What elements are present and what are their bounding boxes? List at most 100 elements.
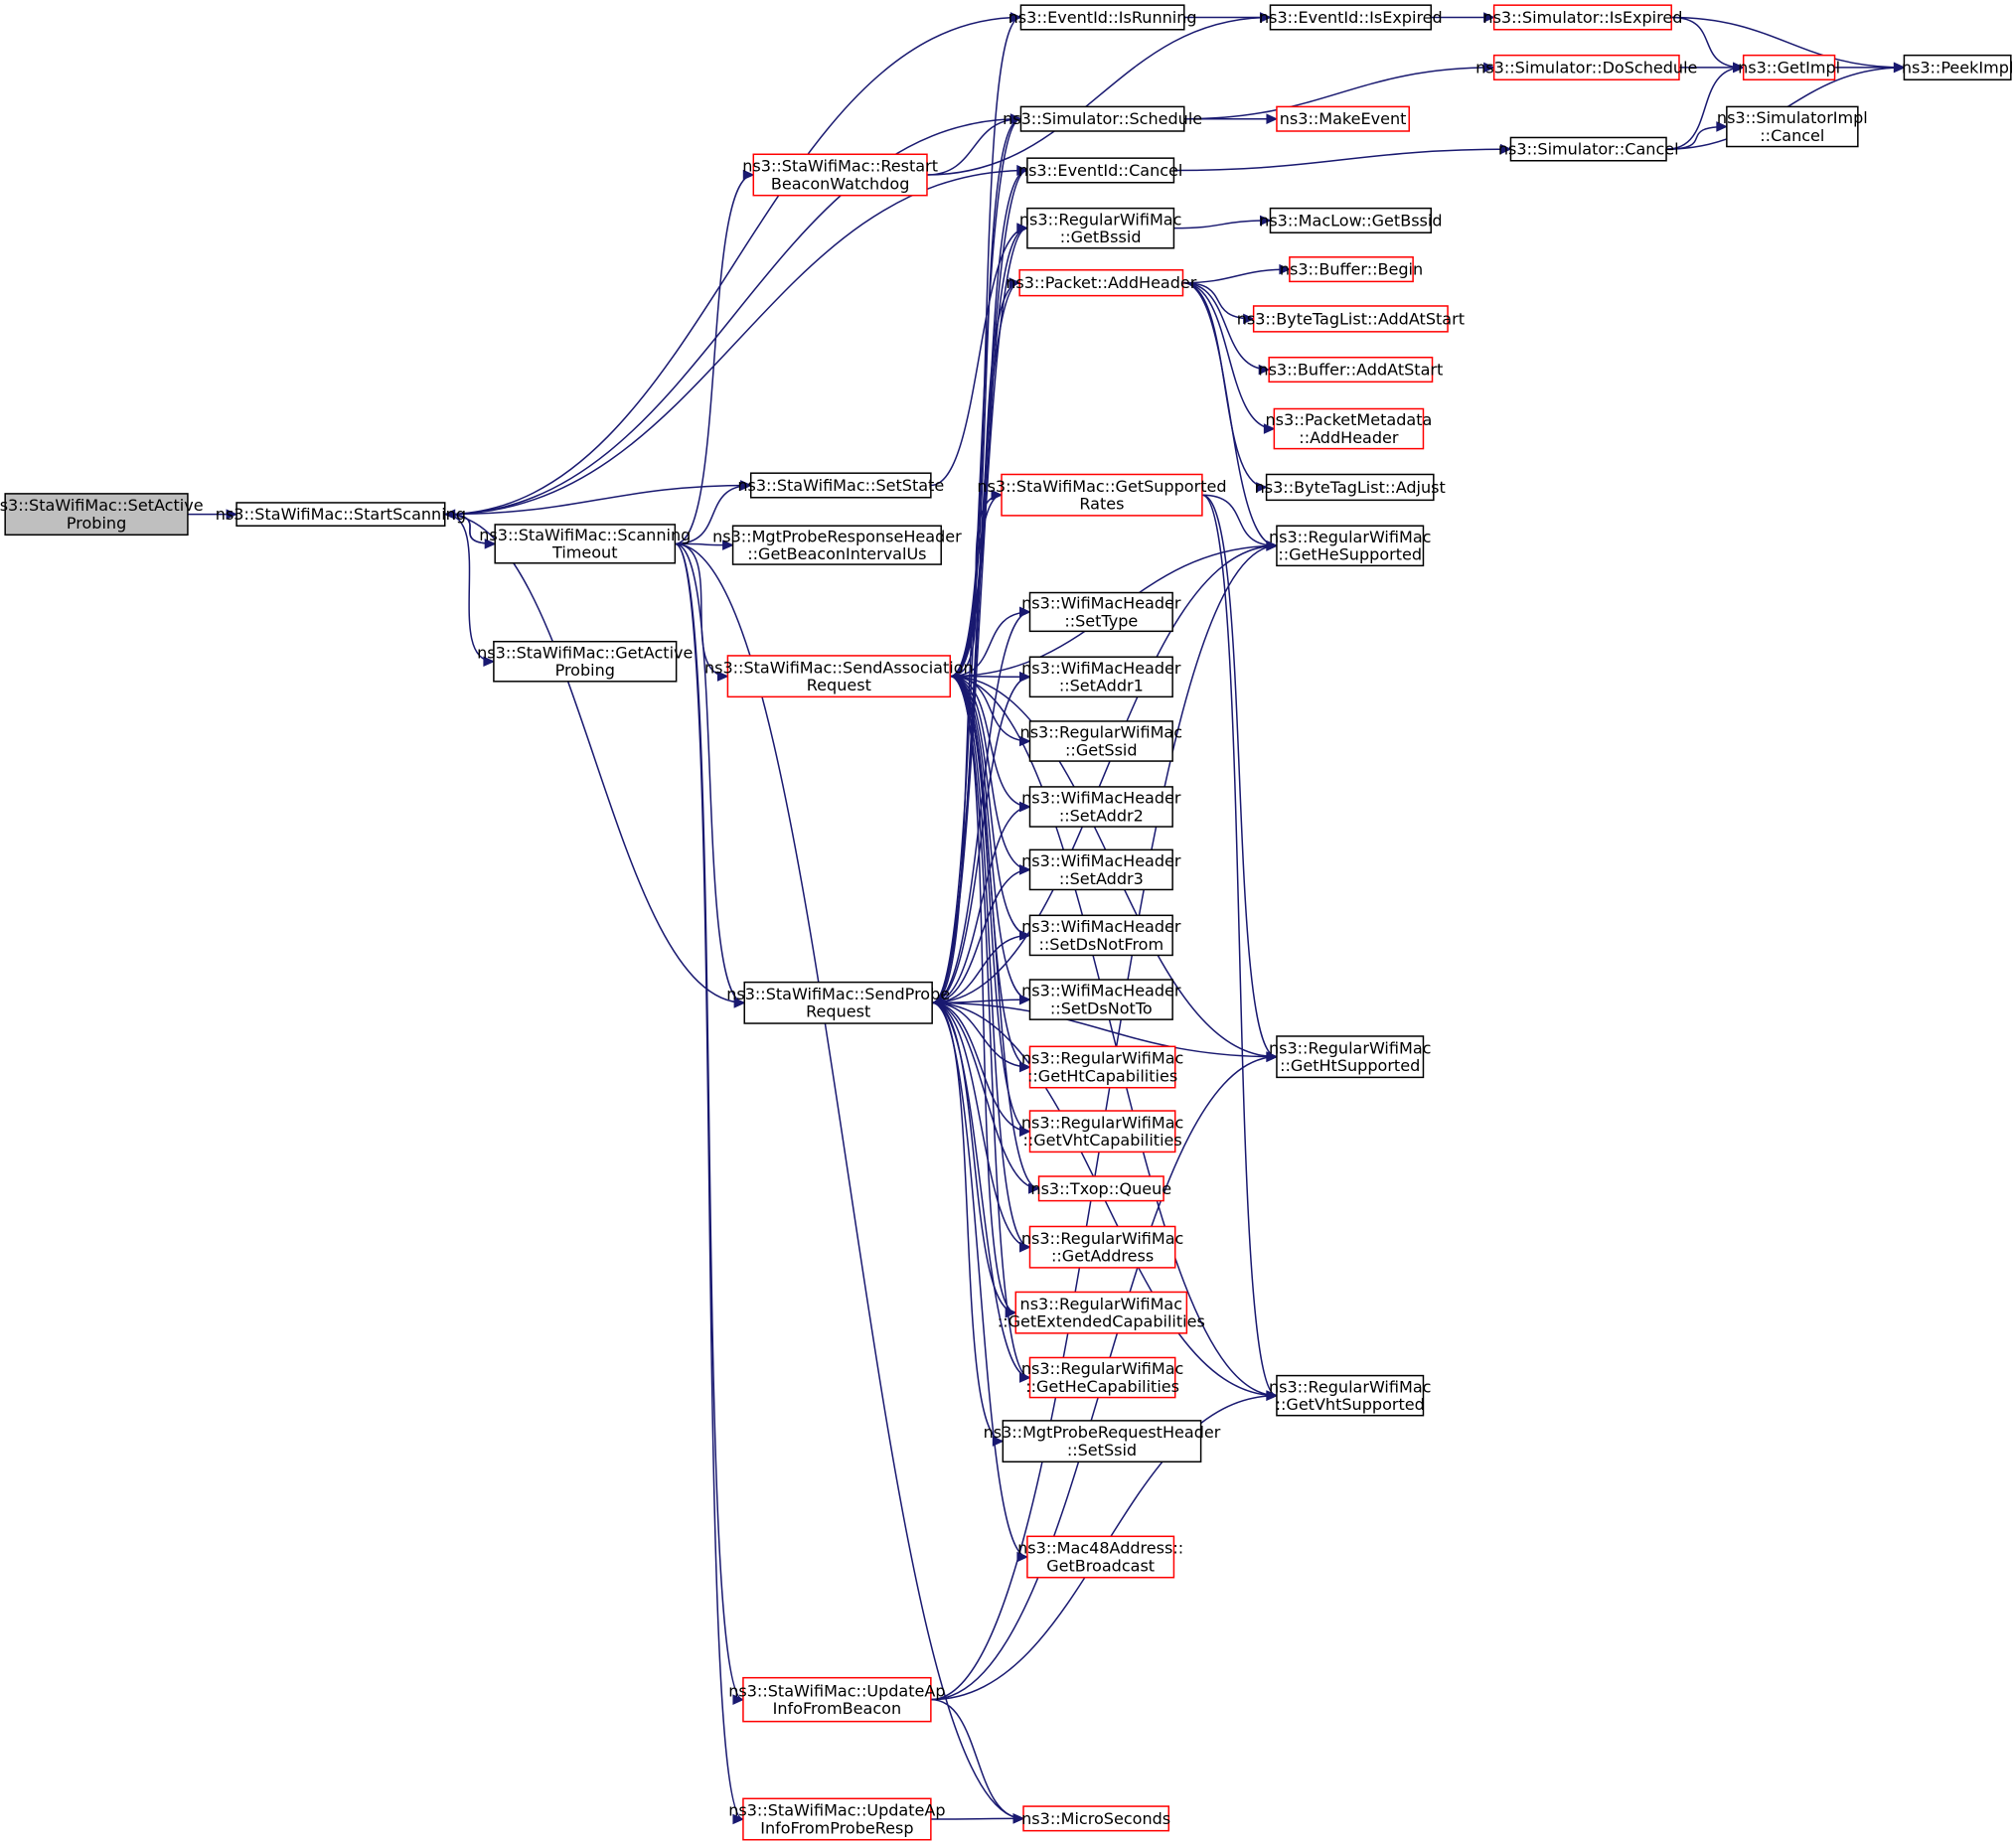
edge-line [950,227,1028,678]
node-setDsNotTo[interactable]: ns3::WifiMacHeader::SetDsNotTo [1021,979,1181,1020]
edge-line [1173,148,1511,172]
edge-line [1183,67,1494,120]
arrowhead [722,539,734,550]
node-label: ns3::RegularWifiMac [1021,1113,1184,1132]
edge-line [932,1001,1030,1248]
node-packetAddHeader[interactable]: ns3::Packet::AddHeader [1006,268,1197,297]
arrowhead [1716,121,1729,132]
node-eventIdCancel[interactable]: ns3::EventId::Cancel [1018,157,1182,184]
node-byteTagListAdjust[interactable]: ns3::ByteTagList::Adjust [1255,473,1446,502]
edge-sendProbeRequest-to-getVhtCapabilities [932,1001,1031,1137]
node-getAddress[interactable]: ns3::RegularWifiMac::GetAddress [1021,1225,1184,1269]
edge-line [950,675,1030,1000]
node-getHtSupported[interactable]: ns3::RegularWifiMac::GetHtSupported [1269,1035,1432,1079]
node-label: ns3::Simulator::Cancel [1498,140,1679,159]
node-bufferBegin[interactable]: ns3::Buffer::Begin [1280,256,1423,283]
node-getBeaconIntervalUs[interactable]: ns3::MgtProbeResponseHeader::GetBeaconIn… [712,525,962,565]
node-setAddr3[interactable]: ns3::WifiMacHeader::SetAddr3 [1021,848,1181,891]
node-byteTagListAddAtStart[interactable]: ns3::ByteTagList::AddAtStart [1237,305,1465,333]
node-setAddr1[interactable]: ns3::WifiMacHeader::SetAddr1 [1021,656,1181,698]
node-simulatorIsExpired[interactable]: ns3::Simulator::IsExpired [1482,4,1682,31]
edge-line [926,117,1021,176]
node-getImpl[interactable]: ns3::GetImpl [1738,54,1840,80]
node-packetMetadataAddHeader[interactable]: ns3::PacketMetadata::AddHeader [1265,407,1432,450]
edge-line [950,675,1030,679]
node-label: ns3::ByteTagList::Adjust [1255,478,1446,497]
edge-sendAssociationRequest-to-eventIdIsRunning [950,12,1022,678]
node-label: ns3::MakeEvent [1280,109,1407,128]
node-bufferAddAtStart[interactable]: ns3::Buffer::AddAtStart [1258,356,1443,384]
node-getVhtSupported[interactable]: ns3::RegularWifiMac::GetVhtSupported [1269,1374,1432,1417]
node-setType[interactable]: ns3::WifiMacHeader::SetType [1021,591,1181,633]
edge-line [932,544,1277,1004]
node-box [1019,4,1185,31]
arrowhead [1018,1372,1031,1383]
node-getVhtCapabilities[interactable]: ns3::RegularWifiMac::GetVhtCapabilities [1021,1110,1184,1153]
edge-line [932,1001,1028,1558]
node-label: GetBroadcast [1046,1556,1155,1575]
edge-setState-to-getBssid [930,223,1029,487]
edge-setActiveProbing-to-startScanning [187,509,238,520]
edge-line [1666,67,1744,150]
node-box [1028,848,1173,891]
node-setDsNotFrom[interactable]: ns3::WifiMacHeader::SetDsNotFrom [1021,914,1181,957]
node-txopQueue[interactable]: ns3::Txop::Queue [1030,1175,1171,1202]
arrowhead [1018,864,1031,875]
node-eventIdIsRunning[interactable]: ns3::EventId::IsRunning [1008,4,1197,31]
node-updateApInfoFromProbeResp[interactable]: ns3::StaWifiMac::UpdateApInfoFromProbeRe… [728,1797,946,1841]
edge-scanningTimeout-to-updateApInfoFromProbeResp [675,542,745,1825]
edge-packetAddHeader-to-packetMetadataAddHeader [1182,281,1276,434]
node-setState[interactable]: ns3::StaWifiMac::SetState [737,472,944,499]
edge-line [932,1001,1030,1068]
edge-line [1201,494,1277,547]
node-box [493,640,678,683]
arrowhead [1016,223,1029,233]
edge-sendProbeRequest-to-simulatorSchedule [931,113,1022,1004]
node-box [1028,656,1173,698]
edge-line [931,117,1021,1004]
node-getHtCapabilities[interactable]: ns3::RegularWifiMac::GetHtCapabilities [1021,1045,1184,1089]
edges-layer [187,12,1906,1825]
node-getHeSupported[interactable]: ns3::RegularWifiMac::GetHeSupported [1269,525,1432,567]
node-getSsid[interactable]: ns3::RegularWifiMac::GetSsid [1020,720,1183,762]
edge-line [1671,16,1744,69]
node-startScanning[interactable]: ns3::StaWifiMac::StartScanning [216,502,466,527]
node-probeSetSsid[interactable]: ns3::MgtProbeRequestHeader::SetSsid [984,1420,1221,1463]
edge-line [1182,268,1290,284]
node-getExtendedCapabilities[interactable]: ns3::RegularWifiMac::GetExtendedCapabili… [998,1291,1205,1334]
edge-line [950,675,1030,871]
node-eventIdIsExpired[interactable]: ns3::EventId::IsExpired [1259,4,1443,31]
node-peekImpl[interactable]: ns3::PeekImpl [1902,54,2014,80]
node-box [1273,407,1425,450]
node-getBroadcast[interactable]: ns3::Mac48Address::GetBroadcast [1017,1535,1183,1579]
node-simulatorSchedule[interactable]: ns3::Simulator::Schedule [1003,105,1202,132]
node-macLowGetBssid[interactable]: ns3::MacLow::GetBssid [1259,207,1443,233]
arrowhead [483,656,496,668]
arrowhead [226,509,238,520]
node-simulatorCancel[interactable]: ns3::Simulator::Cancel [1498,136,1679,162]
node-setAddr2[interactable]: ns3::WifiMacHeader::SetAddr2 [1021,786,1181,828]
node-label: ns3::MicroSeconds [1021,1809,1170,1828]
node-box [1509,136,1667,162]
node-microSeconds[interactable]: ns3::MicroSeconds [1021,1805,1170,1832]
node-label: ns3::WifiMacHeader [1021,982,1181,1000]
node-simulatorDoSchedule[interactable]: ns3::Simulator::DoSchedule [1475,54,1698,80]
arrowhead [1259,12,1272,23]
node-label: Rates [1079,495,1124,514]
node-box [1268,356,1434,384]
arrowhead [1018,930,1031,941]
node-getBssid[interactable]: ns3::RegularWifiMac::GetBssid [1019,207,1182,249]
node-simulatorImplCancel[interactable]: ns3::SimulatorImpl::Cancel [1717,105,1868,148]
node-box [1726,105,1859,148]
edge-line [1201,494,1278,1058]
node-getHeCapabilities[interactable]: ns3::RegularWifiMac::GetHeCapabilities [1021,1356,1184,1399]
node-makeEvent[interactable]: ns3::MakeEvent [1276,105,1410,132]
